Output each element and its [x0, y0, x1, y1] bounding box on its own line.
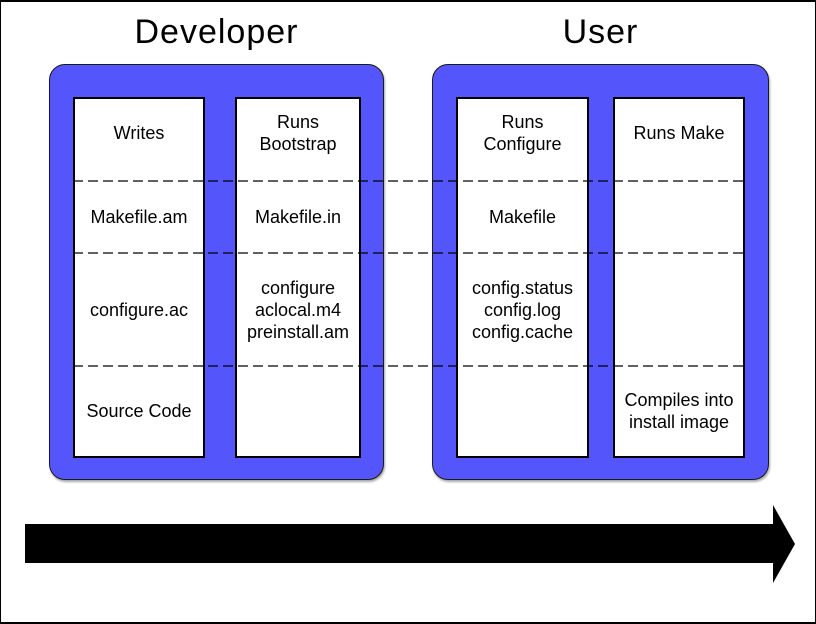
right-arrow-icon [25, 505, 795, 583]
cell-empty [615, 181, 743, 253]
cell-makefile-in: Makefile.in [254, 207, 342, 227]
cell-runs-configure: Runs Configure [483, 112, 562, 154]
developer-bootstrap-column: Runs Bootstrap Makefile.in configure acl… [235, 97, 361, 458]
cell-writes: Writes [113, 123, 165, 143]
user-group-title: User [562, 13, 639, 51]
cell-config-outputs: config.status config.log config.cache [471, 277, 574, 342]
cell-configure-ac: configure.ac [89, 299, 189, 320]
developer-group-title: Developer [134, 13, 299, 51]
cell-compiles-into-install-image: Compiles into install image [624, 390, 734, 432]
cell-makefile-am: Makefile.am [90, 207, 188, 227]
cell-configure-outputs: configure aclocal.m4 preinstall.am [246, 277, 350, 342]
user-make-column: Runs Make Compiles into install image [613, 97, 745, 458]
cell-makefile: Makefile [488, 207, 557, 227]
cell-empty [615, 253, 743, 366]
user-configure-column: Runs Configure Makefile config.status co… [456, 97, 589, 458]
cell-empty [458, 366, 587, 456]
cell-runs-make: Runs Make [633, 123, 725, 143]
cell-runs-bootstrap: Runs Bootstrap [259, 112, 337, 154]
cell-empty [237, 366, 359, 456]
developer-writes-column: Writes Makefile.am configure.ac Source C… [73, 97, 205, 458]
right-arrow-shape [25, 505, 795, 583]
cell-source-code: Source Code [86, 401, 192, 421]
